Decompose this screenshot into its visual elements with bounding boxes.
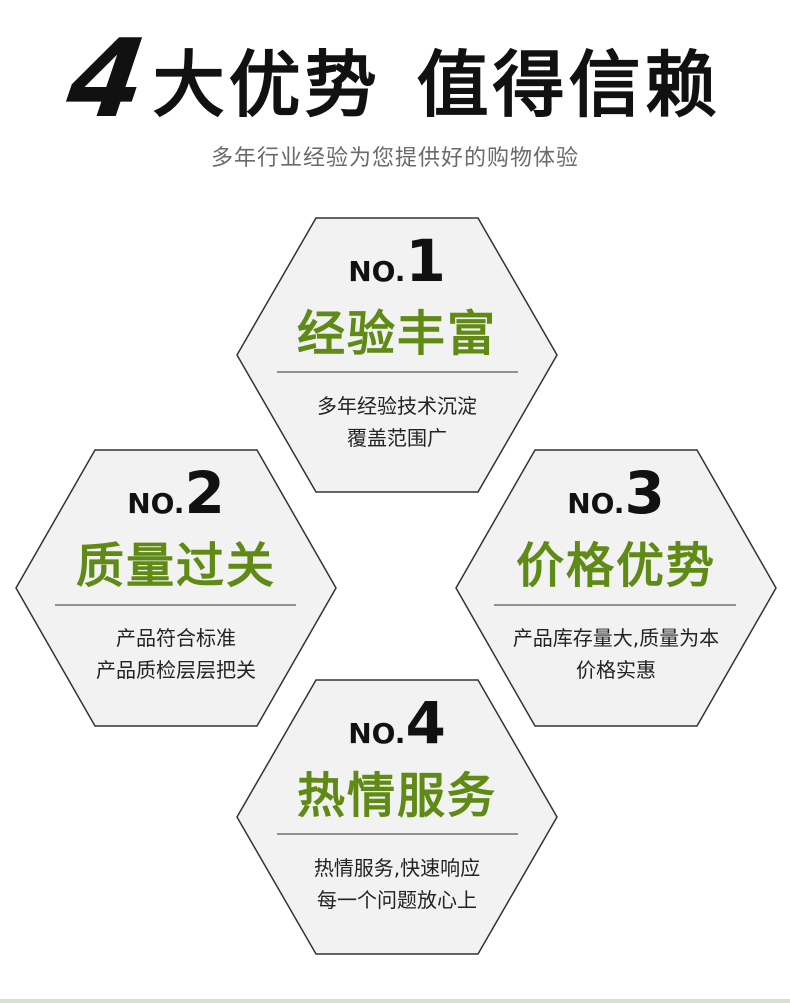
hexagon-4	[236, 679, 558, 955]
card-3-desc: 产品库存量大,质量为本 价格实惠	[512, 626, 720, 682]
card-2-number: NO.2	[127, 459, 225, 527]
headline: 4大优势值得信赖	[0, 17, 790, 142]
bottom-strip	[0, 999, 790, 1003]
card-1-number: NO.1	[348, 227, 446, 295]
card-4: NO.4 热情服务 热情服务,快速响应 每一个问题放心上	[237, 680, 557, 958]
card-1: NO.1 经验丰富 多年经验技术沉淀 覆盖范围广	[237, 218, 557, 496]
headline-part2: 值得信赖	[416, 43, 721, 127]
card-3-number: NO.3	[567, 459, 665, 527]
card-3-title: 价格优势	[515, 538, 716, 594]
card-4-number: NO.4	[348, 689, 446, 757]
card-2: NO.2 质量过关 产品符合标准 产品质检层层把关	[16, 450, 336, 728]
card-2-desc: 产品符合标准 产品质检层层把关	[96, 626, 256, 682]
card-4-title: 热情服务	[296, 768, 497, 824]
card-4-desc: 热情服务,快速响应 每一个问题放心上	[313, 856, 481, 912]
hexagon-1	[236, 217, 558, 493]
card-3: NO.3 价格优势 产品库存量大,质量为本 价格实惠	[456, 450, 776, 728]
card-1-desc: 多年经验技术沉淀 覆盖范围广	[317, 394, 477, 450]
card-1-title: 经验丰富	[296, 306, 497, 362]
card-2-title: 质量过关	[75, 538, 276, 594]
hexagon-3	[455, 449, 777, 727]
headline-part1: 大优势	[152, 43, 381, 127]
subtitle: 多年行业经验为您提供好的购物体验	[210, 146, 579, 171]
hexagon-2	[15, 449, 337, 727]
